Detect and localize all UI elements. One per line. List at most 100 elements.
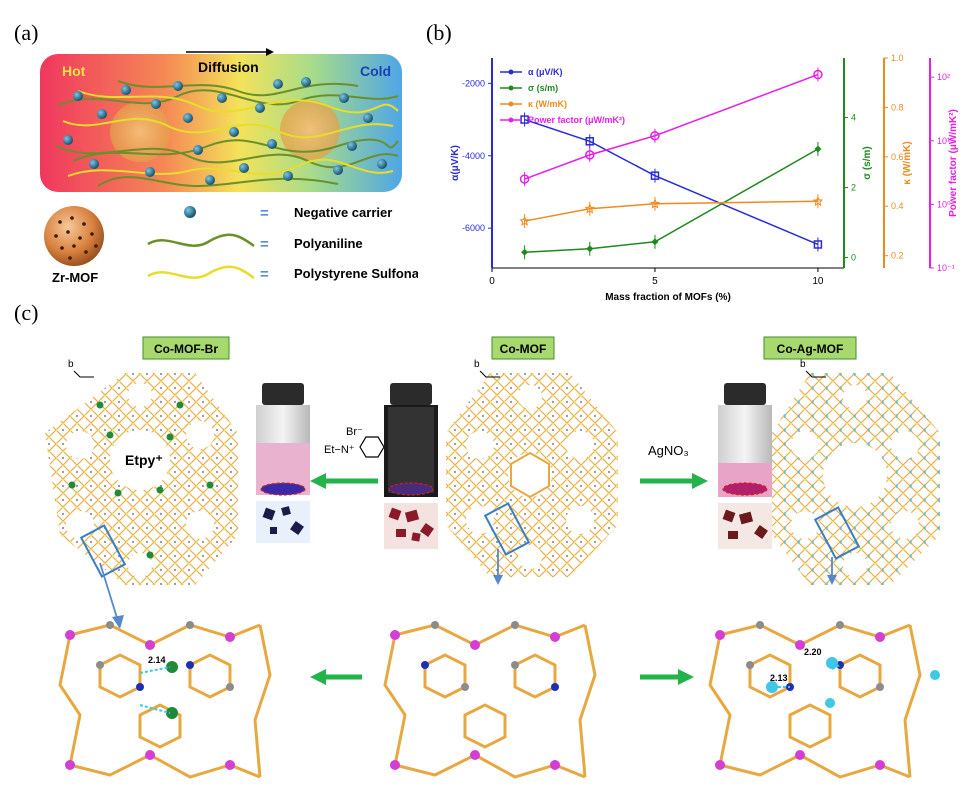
vial-precipitate-mid <box>388 482 434 496</box>
data-point-star <box>584 203 595 214</box>
title-co-ag-mof: Co-Ag-MOF <box>777 342 844 356</box>
y-axis-title-1: σ (s/m) <box>862 146 873 180</box>
y-axis-title-3: Power factor (μW/mK²) <box>948 109 959 217</box>
legend-symbol-0: = <box>260 205 269 222</box>
zoom-head-mid <box>493 575 503 585</box>
crystal-photo-left <box>256 501 310 543</box>
negative-carrier-icon <box>184 206 196 218</box>
carriers <box>63 77 387 185</box>
legend-label-1: σ (s/m) <box>528 83 558 93</box>
data-point-diamond <box>521 248 529 256</box>
y-tick-label-3: 10¹ <box>937 136 950 146</box>
title-box-co-mof-br <box>142 336 230 360</box>
zoom-structure-mid <box>383 623 597 779</box>
hot-label: Hot <box>62 63 86 79</box>
axis-arrow-mid <box>479 370 500 378</box>
legend-text-0: Negative carrier <box>294 205 392 220</box>
zr-mof-sphere <box>44 206 104 266</box>
title-box-co-ag-mof <box>763 336 857 360</box>
axis-b-left: b <box>68 359 74 370</box>
y-tick-label-2: 1.0 <box>891 53 904 63</box>
data-point-star <box>649 198 661 209</box>
legend-symbol-1: = <box>260 236 269 253</box>
data-point-circle <box>519 174 530 184</box>
y-tick-label-3: 10⁻¹ <box>937 263 955 273</box>
data-point-square <box>585 137 595 146</box>
cold-label: Cold <box>360 63 391 79</box>
x-tick-label: 5 <box>652 276 658 287</box>
data-point-circle <box>813 69 823 80</box>
series-line-2 <box>524 200 818 222</box>
axis-b-mid: b <box>474 359 480 370</box>
legend-label-0: α (μV/K) <box>528 67 563 77</box>
series-line-0 <box>524 118 819 246</box>
data-point-star <box>812 196 824 207</box>
vial-cap-left <box>262 383 304 405</box>
bond-length-right-1: 2.13 <box>770 673 788 683</box>
hbond-left-2 <box>139 704 171 714</box>
legend-marker-3 <box>508 117 514 123</box>
arrow-right-head <box>692 473 708 489</box>
y-tick-label-3: 10² <box>937 72 950 82</box>
data-point-diamond <box>814 145 822 153</box>
bond-length-right-2: 2.20 <box>804 647 822 657</box>
etpy-cation-label: Etpy⁺ <box>125 452 163 468</box>
legend-marker-2 <box>508 101 514 107</box>
crystals-left <box>262 506 304 535</box>
agbond-right-2 <box>831 664 841 670</box>
data-point-circle <box>585 150 595 160</box>
zoom-head-left <box>112 615 124 629</box>
axis-b-right: b <box>800 359 806 370</box>
y-tick-label-0: -2000 <box>462 78 485 88</box>
title-co-mof-br: Co-MOF-Br <box>154 342 218 356</box>
pss-icon <box>147 265 255 280</box>
title-box-co-mof <box>491 336 555 360</box>
x-axis-title: Mass fraction of MOFs (%) <box>605 292 731 303</box>
y-tick-label-0: -4000 <box>462 151 485 161</box>
panel-label-b: (b) <box>426 20 452 45</box>
zoom-head-right <box>827 575 837 585</box>
legend-marker-0 <box>508 69 514 75</box>
data-point-diamond <box>651 238 659 246</box>
bond-length-left: 2.14 <box>148 655 166 665</box>
framework-co-mof-br <box>45 373 238 585</box>
zoom-line-left <box>99 562 119 622</box>
data-point-diamond <box>586 245 594 253</box>
title-co-mof: Co-MOF <box>500 342 547 356</box>
mof-particle-right <box>280 100 340 160</box>
axis-arrow-left <box>73 370 94 378</box>
vial-glass-mid <box>388 407 434 493</box>
legend-symbol-2: = <box>260 266 269 283</box>
vial-cap-mid <box>390 383 432 405</box>
y-tick-label-0: -6000 <box>462 223 485 233</box>
diffusion-arrowhead <box>266 48 274 56</box>
data-point-square <box>650 171 660 180</box>
series-line-1 <box>524 148 819 253</box>
panel-c-structures: Co-MOF-Br Co-MOF Co-Ag-MOF Etpy⁺ b Br⁻ E… <box>45 336 940 779</box>
y-tick-label-1: 2 <box>851 183 856 193</box>
crystals-mid <box>388 507 434 542</box>
diffusion-label: Diffusion <box>198 59 259 75</box>
y-tick-label-2: 0.6 <box>891 152 904 162</box>
data-point-star <box>519 215 530 226</box>
zr-mof-pores <box>54 216 98 260</box>
axis-arrow-right <box>805 370 826 378</box>
hbond-left-1 <box>139 666 171 674</box>
x-tick-label: 0 <box>489 276 495 287</box>
mof-particle-left <box>110 102 170 162</box>
y-tick-label-2: 0.8 <box>891 102 904 112</box>
polyaniline-icon <box>147 233 255 248</box>
framework-co-ag-mof <box>772 373 940 585</box>
vial-precipitate-right <box>722 482 768 496</box>
pyridine-ring <box>359 436 385 458</box>
y-tick-label-3: 10⁰ <box>937 199 951 209</box>
crystals-right <box>722 509 768 539</box>
legend-text-2: Polystyrene Sulfonate <box>294 266 418 281</box>
vial-precipitate-left <box>260 482 306 496</box>
arrow-left-head <box>310 473 326 489</box>
y-tick-label-2: 0.2 <box>891 251 904 261</box>
atoms-mid <box>390 621 560 770</box>
legend-label-3: Power factor (μW/mK²) <box>528 115 625 125</box>
legend-marker-1 <box>508 85 514 91</box>
series-line-3 <box>524 73 819 180</box>
